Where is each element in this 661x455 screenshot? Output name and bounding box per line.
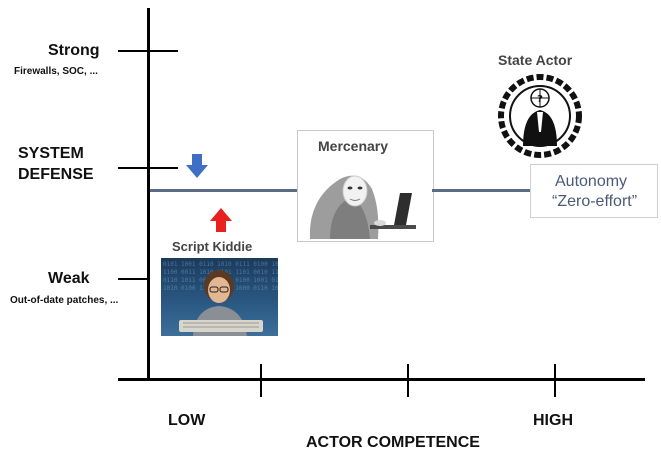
x-tick-2 xyxy=(407,364,409,397)
autonomy-line1: Autonomy xyxy=(555,173,628,190)
down-arrow-icon xyxy=(186,154,208,178)
state-actor-label: State Actor xyxy=(498,52,573,68)
svg-text:?: ? xyxy=(537,94,543,105)
y-tick-strong xyxy=(118,50,178,52)
y-axis-title-line2: DEFENSE xyxy=(18,166,94,183)
mercenary-image xyxy=(309,175,416,239)
defense-threshold-line-right xyxy=(432,189,530,192)
x-axis-title: ACTOR COMPETENCE xyxy=(306,434,480,451)
weak-sublabel: Out-of-date patches, ... xyxy=(10,295,119,306)
svg-text:0101 1001 0110 1010 0111 0100: 0101 1001 0110 1010 0111 0100 1011 xyxy=(163,261,278,268)
x-tick-3 xyxy=(554,364,556,397)
mercenary-label: Mercenary xyxy=(318,138,389,154)
script-kiddie-image: 0101 1001 0110 1010 0111 0100 1011 1100 … xyxy=(161,258,278,336)
x-tick-1 xyxy=(260,364,262,397)
y-tick-defense xyxy=(118,167,178,169)
y-tick-weak xyxy=(118,278,148,280)
anonymous-logo-icon: ? xyxy=(498,74,582,158)
strong-sublabel: Firewalls, SOC, ... xyxy=(14,66,98,77)
x-axis-line xyxy=(118,378,645,381)
strong-label: Strong xyxy=(48,42,100,59)
x-low-label: LOW xyxy=(168,412,206,429)
y-axis-title-line1: SYSTEM xyxy=(18,145,84,162)
autonomy-box: Autonomy “Zero-effort” xyxy=(530,164,658,218)
script-kiddie-label: Script Kiddie xyxy=(172,239,253,254)
state-actor-card: ? xyxy=(493,70,587,160)
autonomy-line2: “Zero-effort” xyxy=(552,193,638,210)
y-axis-line xyxy=(147,8,150,381)
x-high-label: HIGH xyxy=(533,412,573,429)
up-arrow-icon xyxy=(210,208,232,232)
mercenary-card: Mercenary xyxy=(297,130,434,242)
weak-label: Weak xyxy=(48,270,90,287)
